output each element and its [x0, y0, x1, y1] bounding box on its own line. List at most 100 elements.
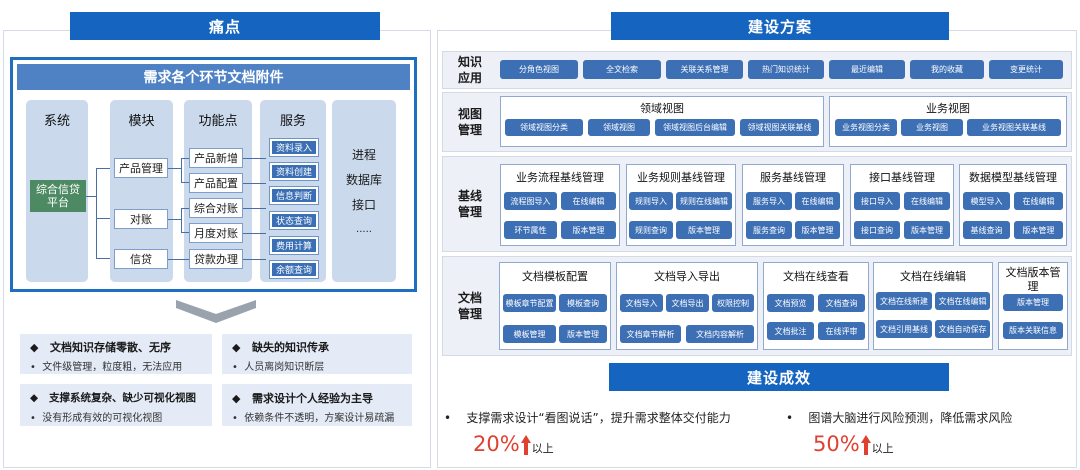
- system-item-credit-platform: 综合信贷平台: [30, 180, 86, 212]
- chip-flow-edit: 在线编辑: [561, 192, 616, 210]
- bullet-icon: •: [786, 411, 794, 425]
- connector-system-modules: [96, 168, 110, 259]
- connector-feature-service-4: [243, 233, 266, 234]
- service-data-create: 资料创建: [269, 162, 319, 181]
- pain-title: 支撑系统复杂、缺少可视化视图: [49, 392, 197, 404]
- chip-online-review: 在线评审: [818, 322, 865, 340]
- result-text: 图谱大脑进行风险预测，降低需求风险: [808, 411, 1013, 425]
- pain-card-1-sub: • 文件级管理，粒度粗，无法应用: [30, 362, 183, 373]
- other-column: [332, 100, 396, 282]
- chip-interface-version: 版本管理: [904, 221, 950, 239]
- module-product-management: 产品管理: [114, 158, 168, 178]
- chip-doc-export: 文档导出: [666, 294, 709, 312]
- result-percent: 20%: [473, 432, 520, 456]
- module-reconciliation: 对账: [114, 209, 168, 229]
- group-service-title: 服务基线管理: [760, 171, 826, 184]
- chip-model-query: 基线查询: [963, 221, 1010, 239]
- pain-card-2-sub: • 人员离岗知识断层: [232, 362, 325, 373]
- chip-fulltext-search: 全文检索: [583, 60, 661, 79]
- connector-feature-service-5: [243, 259, 266, 260]
- row-knowledge-label: 知识应用: [457, 55, 482, 85]
- chip-template-query: 模板查询: [559, 294, 607, 312]
- connector-feature-service-2: [243, 183, 266, 184]
- pain-card-1-title: ◆ 文档知识存储零散、无序: [30, 339, 212, 355]
- other-database: 数据库: [345, 173, 382, 187]
- feature-column-title: 功能点: [198, 114, 238, 129]
- service-fee-calc: 费用计算: [269, 236, 319, 255]
- pain-sub: 没有形成有效的可视化视图: [42, 413, 163, 424]
- chip-interface-query: 接口查询: [854, 221, 900, 239]
- chip-domain-view-class: 领域视图分类: [505, 119, 583, 136]
- diamond-bullet-icon: ◆: [232, 392, 241, 405]
- group-datamodel-title: 数据模型基线管理: [969, 171, 1057, 184]
- chip-version-related: 版本关联信息: [1003, 322, 1063, 339]
- result-suffix: 以上: [871, 442, 894, 455]
- chip-template-mgmt: 模板管理: [503, 325, 556, 343]
- chip-service-edit: 在线编辑: [795, 192, 840, 210]
- pain-card-2-title: ◆ 缺失的知识传承: [232, 339, 412, 355]
- pain-title: 文档知识存储零散、无序: [49, 341, 171, 354]
- pain-card-4-title: ◆ 需求设计个人经验为主导: [232, 390, 412, 406]
- group-domain-view-title: 领域视图: [640, 102, 684, 115]
- result-text: 支撑需求设计“看图说话”，提升需求整体交付能力: [466, 411, 731, 425]
- connector-recon-features: [181, 208, 189, 233]
- chip-doc-autosave: 文档自动保存: [935, 320, 990, 338]
- chip-doc-annotate: 文档批注: [767, 322, 814, 340]
- chip-rule-import: 规则导入: [629, 192, 673, 210]
- module-credit: 信贷: [114, 249, 168, 269]
- service-column-title: 服务: [279, 114, 306, 129]
- system-column-title: 系统: [43, 114, 70, 129]
- group-doc-view-title: 文档在线查看: [783, 270, 849, 283]
- bullet-icon: •: [444, 411, 452, 425]
- up-arrow-icon: [860, 435, 871, 455]
- group-doc-io-title: 文档导入导出: [654, 270, 720, 283]
- other-interface: 接口: [351, 198, 376, 212]
- service-info-judge: 信息判断: [269, 186, 319, 205]
- result-item-1: • 支撑需求设计“看图说话”，提升需求整体交付能力: [444, 409, 774, 426]
- chip-biz-view: 业务视图: [901, 119, 963, 136]
- up-arrow-icon: [520, 435, 531, 455]
- row-doc-label: 文档管理: [457, 291, 482, 321]
- connector-mid: [96, 218, 110, 219]
- group-business-view-title: 业务视图: [926, 102, 970, 115]
- chip-change-stats: 变更统计: [989, 60, 1063, 79]
- chip-domain-view-edit: 领域视图后台编辑: [655, 119, 735, 136]
- pain-sub: 依赖条件不透明，方案设计易疏漏: [244, 413, 395, 424]
- service-balance-query: 余额查询: [269, 260, 319, 279]
- result-metric-2: 50% 以上: [813, 432, 894, 456]
- group-doc-version-title: 文档版本管理: [1005, 266, 1061, 293]
- pain-points-header: 痛点: [70, 12, 380, 40]
- chip-doc-query: 文档查询: [818, 294, 865, 312]
- chip-biz-view-class: 业务视图分类: [835, 119, 897, 136]
- row-baseline-label: 基线管理: [457, 189, 482, 219]
- pain-sub: 文件级管理，粒度粗，无法应用: [42, 362, 183, 373]
- row-view-label: 视图管理: [457, 107, 482, 137]
- other-ellipsis: .....: [356, 224, 372, 235]
- chip-doc-ref-baseline: 文档引用基线: [876, 320, 932, 338]
- chip-rule-edit: 规则在线编辑: [676, 192, 732, 210]
- chip-interface-edit: 在线编辑: [904, 192, 950, 210]
- result-suffix: 以上: [531, 442, 554, 455]
- chip-doc-edit: 文档在线编辑: [935, 292, 990, 310]
- result-metric-1: 20% 以上: [473, 432, 554, 456]
- chip-doc-new: 文档在线新建: [876, 292, 932, 310]
- pain-title: 需求设计个人经验为主导: [251, 392, 373, 405]
- result-item-2: • 图谱大脑进行风险预测，降低需求风险: [786, 409, 1076, 426]
- chip-template-chapter: 模板章节配置: [503, 294, 556, 312]
- feature-comprehensive-recon: 综合对账: [189, 198, 243, 218]
- group-interface-title: 接口基线管理: [869, 171, 935, 184]
- chip-doc-import: 文档导入: [620, 294, 663, 312]
- pain-card-4: [222, 384, 412, 426]
- group-flow-title: 业务流程基线管理: [516, 171, 604, 184]
- feature-monthly-recon: 月度对账: [189, 223, 243, 243]
- connector-product-stub: [168, 168, 181, 169]
- chip-domain-view-link: 领域视图关联基线: [740, 119, 819, 136]
- module-column-title: 模块: [128, 114, 155, 129]
- doc-attachments-banner: 需求各个环节文档附件: [17, 64, 410, 90]
- service-status-query: 状态查询: [269, 211, 319, 230]
- chip-my-favorites: 我的收藏: [910, 60, 984, 79]
- result-percent: 50%: [813, 432, 860, 456]
- pain-card-3-sub: • 没有形成有效的可视化视图: [30, 413, 163, 424]
- pain-title: 缺失的知识传承: [251, 341, 329, 354]
- chip-biz-view-link: 业务视图关联基线: [967, 119, 1061, 136]
